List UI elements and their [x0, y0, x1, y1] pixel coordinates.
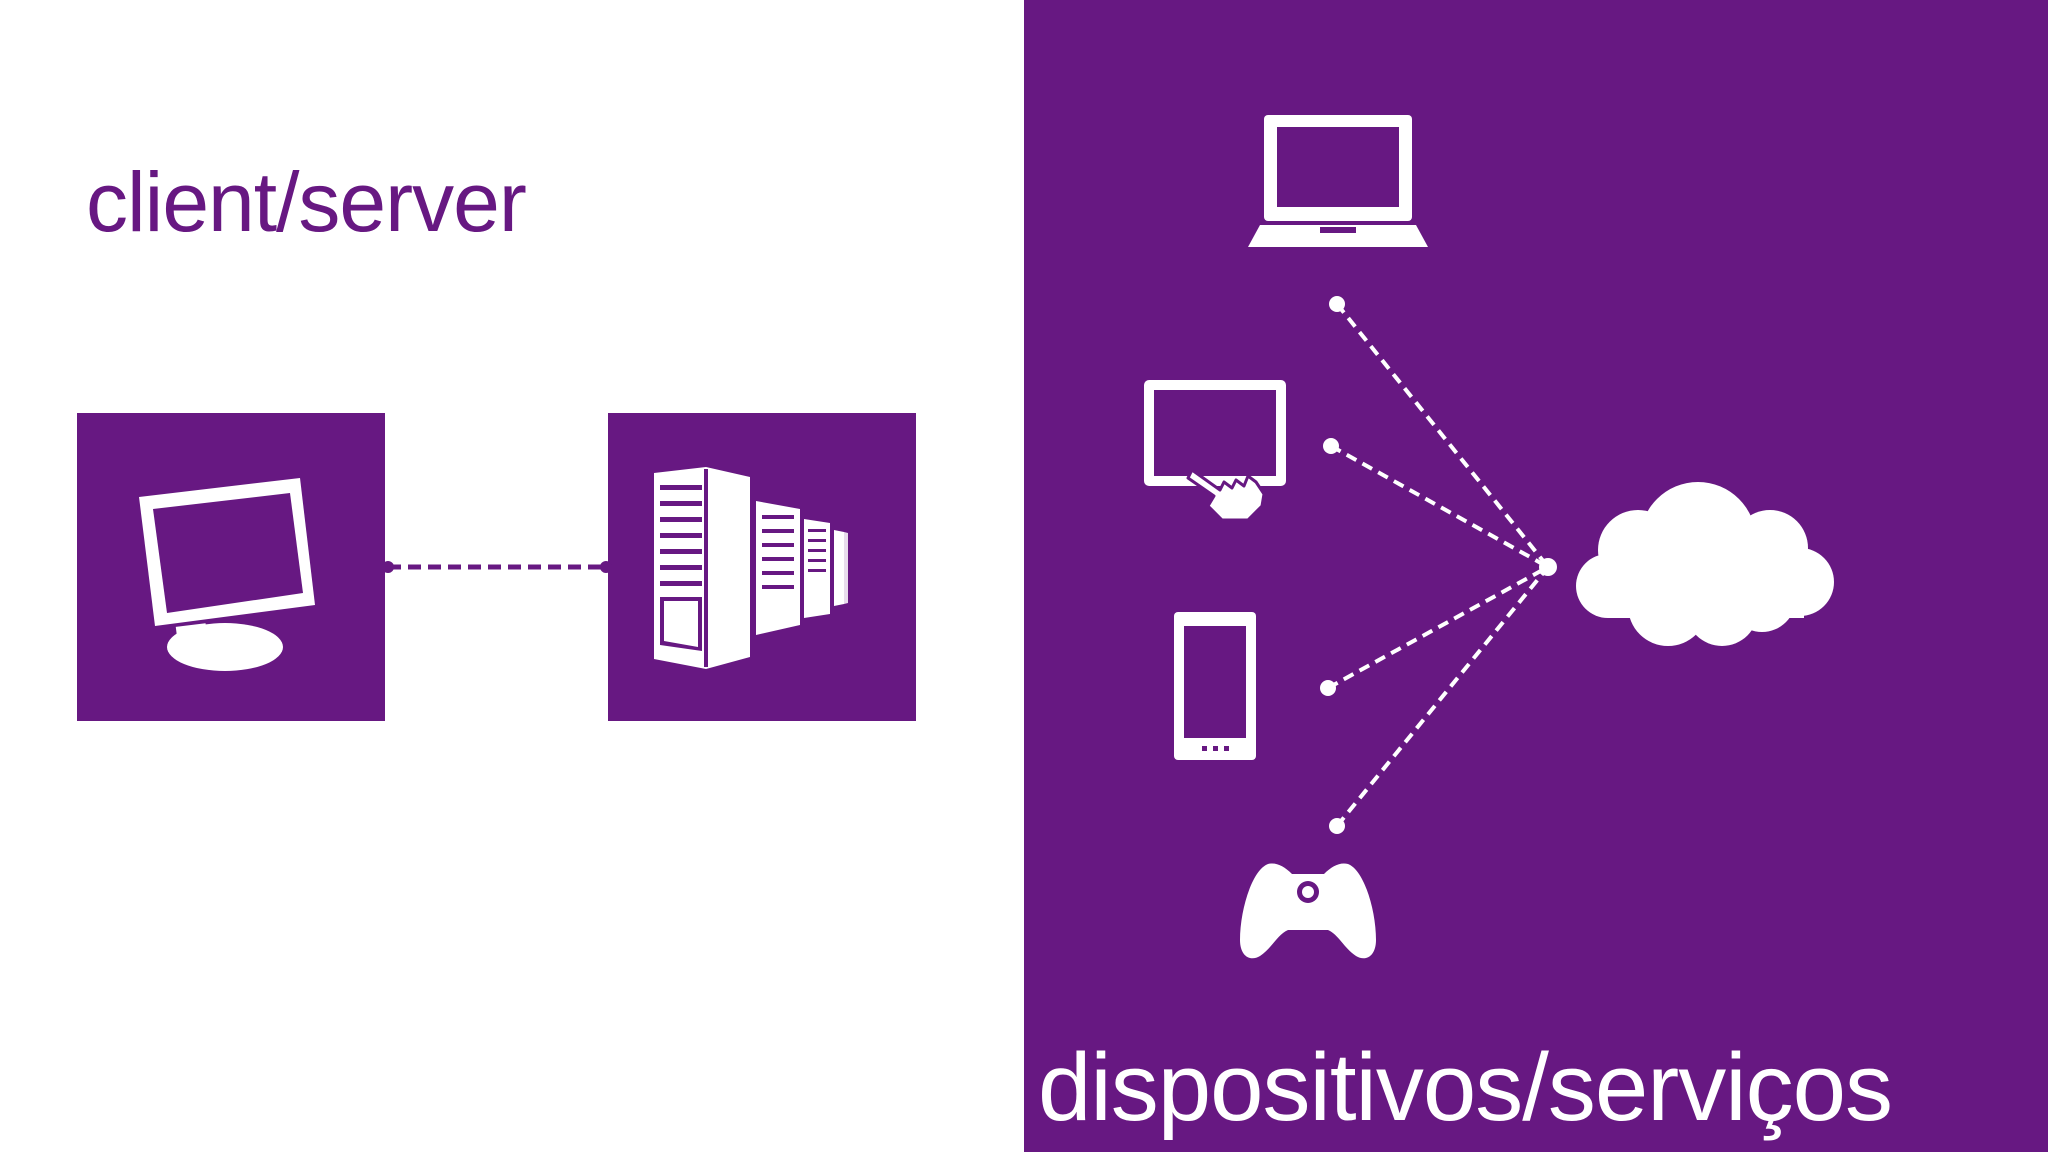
laptop-device — [1248, 113, 1428, 249]
right-panel — [1024, 0, 2048, 1152]
cloud-icon — [1576, 482, 1834, 646]
controller-device — [1238, 860, 1378, 964]
server-tile — [608, 413, 916, 721]
server-rack-icon — [654, 467, 848, 669]
laptop-icon — [1248, 115, 1428, 247]
smartphone-icon — [1174, 612, 1256, 760]
phone-device — [1174, 610, 1258, 762]
desktop-monitor-icon — [139, 478, 315, 671]
cloud-hub — [1574, 478, 1836, 650]
devices-services-title: dispositivos/serviços — [1038, 1034, 1893, 1141]
tablet-touch-icon — [1144, 380, 1286, 522]
client-server-title: client/server — [86, 155, 527, 249]
client-tile — [77, 413, 385, 721]
tablet-device — [1144, 378, 1294, 524]
game-controller-icon — [1240, 863, 1376, 959]
